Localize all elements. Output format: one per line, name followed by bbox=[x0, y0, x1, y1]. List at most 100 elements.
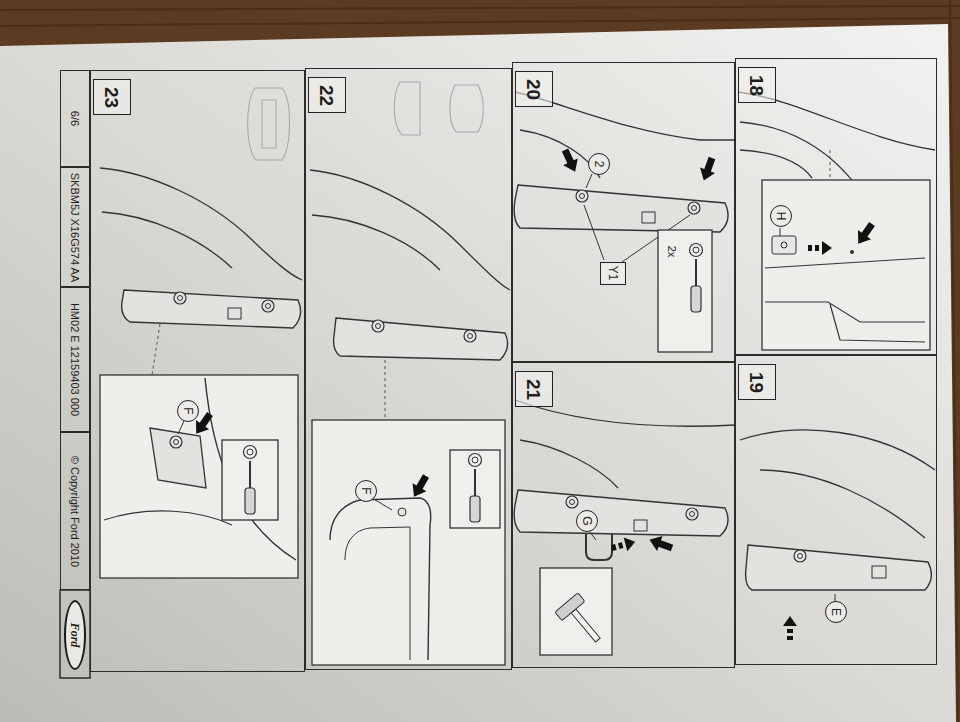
pointer-arrow bbox=[696, 155, 719, 183]
tool-box bbox=[222, 440, 278, 520]
wheel-arch bbox=[738, 92, 935, 188]
pointer-arrow bbox=[647, 532, 675, 555]
screw bbox=[170, 436, 182, 448]
callout-label: F bbox=[182, 407, 194, 414]
step-number: 22 bbox=[317, 84, 336, 105]
screw bbox=[566, 496, 578, 508]
mudflap bbox=[122, 290, 301, 328]
detail-inset bbox=[312, 420, 505, 665]
mudflap bbox=[334, 318, 508, 360]
paper-sheet bbox=[0, 24, 956, 722]
quantity-label: 2x bbox=[667, 245, 678, 257]
motion-arrow bbox=[783, 616, 797, 640]
step-number: 20 bbox=[524, 78, 543, 99]
mudflap-corner bbox=[150, 428, 206, 488]
callout-circle: G bbox=[576, 510, 598, 532]
step-number: 21 bbox=[524, 378, 543, 399]
screw bbox=[686, 508, 698, 520]
leader-line bbox=[586, 174, 592, 188]
mudflap bbox=[514, 185, 728, 232]
callout-circle: E bbox=[825, 601, 847, 623]
clip-slot bbox=[642, 212, 655, 223]
callout-label: E bbox=[830, 608, 842, 616]
pointer-arrow bbox=[852, 219, 879, 248]
wheel-arch bbox=[205, 378, 296, 560]
screw bbox=[174, 292, 186, 304]
footer-cell: 6/6 bbox=[60, 70, 90, 167]
motion-arrow bbox=[610, 535, 637, 555]
pointer-arrow bbox=[407, 472, 433, 501]
mudflap bbox=[514, 490, 728, 536]
step-panel: 22F bbox=[305, 68, 512, 670]
step-number: 23 bbox=[102, 86, 121, 107]
tool-box bbox=[658, 230, 712, 352]
footer-cell: SKBM5J X16G574 AA bbox=[60, 167, 90, 287]
leader-line bbox=[372, 498, 392, 510]
screw bbox=[688, 202, 700, 214]
callout-box: Y1 bbox=[600, 262, 626, 285]
clip-slot bbox=[228, 308, 241, 319]
mount-hole bbox=[850, 250, 854, 254]
step-number-box: 23 bbox=[93, 79, 131, 115]
footer-text: SKBM5J X16G574 AA bbox=[70, 172, 81, 281]
screw bbox=[372, 320, 384, 332]
tool-box bbox=[540, 568, 612, 655]
wheel-arch bbox=[740, 430, 935, 538]
callout-label: Y1 bbox=[607, 266, 619, 281]
mudflap-edge bbox=[330, 498, 431, 660]
footer-text: 6/6 bbox=[69, 111, 80, 126]
wheel-arch bbox=[515, 400, 735, 488]
logo-cell bbox=[60, 590, 90, 678]
detail-inset bbox=[100, 375, 298, 578]
step-number: 19 bbox=[747, 371, 766, 392]
callout-label: 2 bbox=[593, 161, 605, 168]
motion-arrow bbox=[808, 241, 832, 255]
step-panel: 23F bbox=[90, 70, 305, 672]
mudflap bbox=[746, 545, 932, 590]
wheel-arch bbox=[104, 511, 232, 525]
step-number-box: 22 bbox=[308, 77, 346, 113]
pointer-arrow bbox=[558, 147, 583, 176]
detail-inset bbox=[762, 180, 930, 350]
step-number-box: 18 bbox=[738, 67, 776, 103]
leader-line bbox=[830, 150, 831, 178]
car-sketch bbox=[394, 82, 483, 135]
leader-line bbox=[385, 360, 386, 420]
logo-text: Ford bbox=[69, 623, 81, 648]
leader-line bbox=[152, 324, 160, 375]
step-panel: 19E bbox=[735, 355, 937, 665]
step-number-box: 21 bbox=[515, 371, 553, 407]
body-panel bbox=[765, 258, 925, 342]
brand-logo: Ford bbox=[64, 600, 86, 670]
leader-line bbox=[780, 228, 781, 236]
leader-line bbox=[178, 421, 184, 434]
screw-hole bbox=[398, 508, 406, 516]
clip-hole bbox=[781, 242, 787, 248]
callout-circle: F bbox=[177, 400, 199, 422]
clip-part bbox=[772, 236, 796, 254]
step-panel: 20 2Y1 bbox=[512, 62, 735, 362]
screwdriver-symbol bbox=[469, 454, 482, 523]
screw bbox=[576, 190, 588, 202]
step-number: 18 bbox=[747, 74, 766, 95]
footer-cell: © Copyright Ford 2010 bbox=[60, 432, 90, 590]
callout-circle: 2 bbox=[588, 153, 610, 175]
callout-circle: F bbox=[355, 480, 377, 502]
screwdriver-symbol bbox=[690, 244, 703, 313]
tool-box bbox=[450, 450, 500, 528]
callout-circle: H bbox=[770, 205, 792, 227]
mudflap-edge bbox=[345, 527, 410, 660]
callout-label: H bbox=[775, 212, 787, 221]
callout-label: F bbox=[360, 487, 372, 494]
clip-slot bbox=[872, 566, 886, 578]
step-panel: 18H bbox=[735, 58, 937, 355]
leader-line bbox=[584, 205, 604, 260]
car-sketch bbox=[248, 88, 290, 160]
hammer-symbol bbox=[555, 593, 609, 650]
wheel-arch bbox=[100, 168, 302, 280]
leader-line bbox=[590, 532, 596, 540]
step-number-box: 20 bbox=[515, 71, 553, 107]
footer-cell: HM02 E 12159403 000 bbox=[60, 287, 90, 432]
